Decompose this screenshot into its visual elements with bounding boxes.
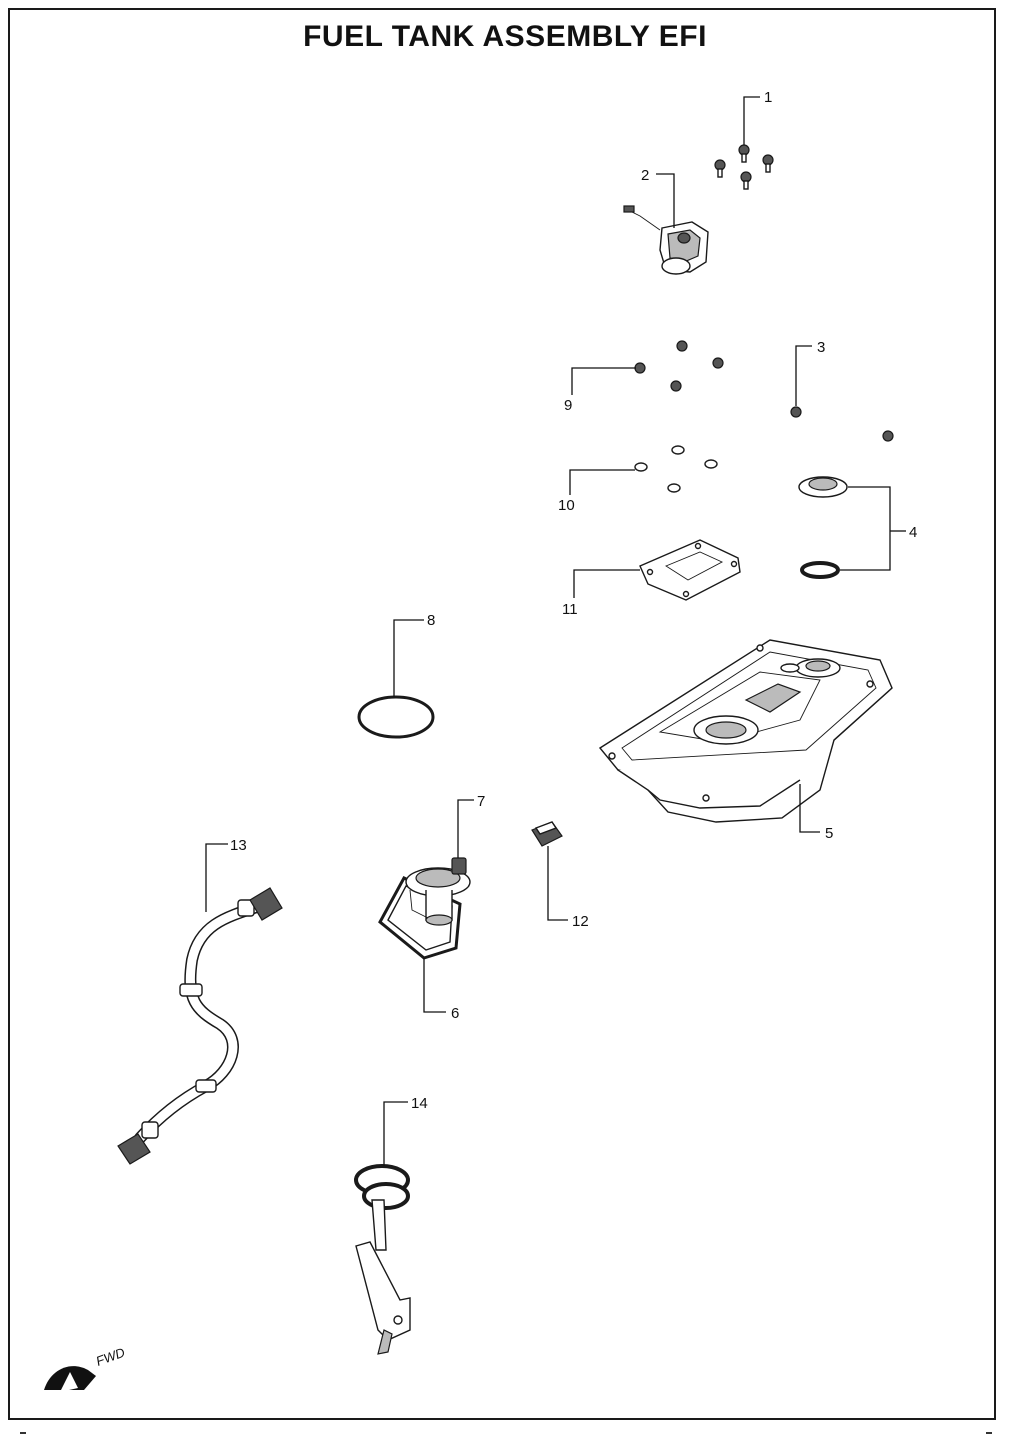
callout-4: 4 (909, 524, 917, 541)
leader-1 (743, 96, 760, 145)
callout-3: 3 (817, 339, 825, 356)
page-title: FUEL TANK ASSEMBLY EFI (303, 20, 707, 53)
callout-7: 7 (477, 793, 485, 810)
part-13-fuel-hose (117, 887, 283, 1165)
callout-9: 9 (564, 397, 572, 414)
callout-2: 2 (641, 167, 649, 184)
leader-5 (799, 784, 820, 833)
part-11-gasket (639, 539, 741, 601)
leader-6 (423, 958, 446, 1013)
part-4-filler-ring (798, 476, 848, 579)
part-8-o-ring (357, 695, 435, 739)
leader-7 (457, 799, 474, 858)
callout-13: 13 (230, 837, 247, 854)
leader-13 (205, 843, 228, 912)
part-10-washers (634, 445, 718, 493)
leader-9 (571, 367, 636, 395)
leader-12 (547, 846, 568, 921)
callout-11: 11 (562, 601, 578, 618)
part-2-fuel-valve (623, 205, 709, 275)
callout-5: 5 (825, 825, 833, 842)
corner-mark-right (986, 1432, 992, 1434)
part-12-connector (531, 821, 563, 847)
leader-14 (383, 1101, 408, 1166)
leader-11 (573, 569, 640, 598)
callout-1: 1 (764, 89, 772, 106)
leader-2 (656, 173, 675, 228)
part-7-fuel-pump (405, 857, 471, 926)
part-5-fuel-tank (598, 639, 893, 823)
callout-12: 12 (572, 913, 589, 930)
leader-10 (569, 469, 635, 495)
callout-8: 8 (427, 612, 435, 629)
fwd-arrow-icon (44, 1366, 96, 1392)
fwd-label: FWD (94, 1345, 127, 1369)
callout-14: 14 (411, 1095, 428, 1112)
leader-8 (393, 619, 424, 697)
leader-3 (795, 345, 812, 406)
corner-mark-left (20, 1432, 26, 1434)
part-14-level-sender (354, 1164, 411, 1355)
callout-6: 6 (451, 1005, 459, 1022)
callout-10: 10 (558, 497, 575, 514)
part-1-screws (714, 144, 774, 190)
leader-4 (840, 486, 891, 571)
part-3-bolts (790, 406, 894, 442)
part-9-bolts (634, 340, 724, 392)
